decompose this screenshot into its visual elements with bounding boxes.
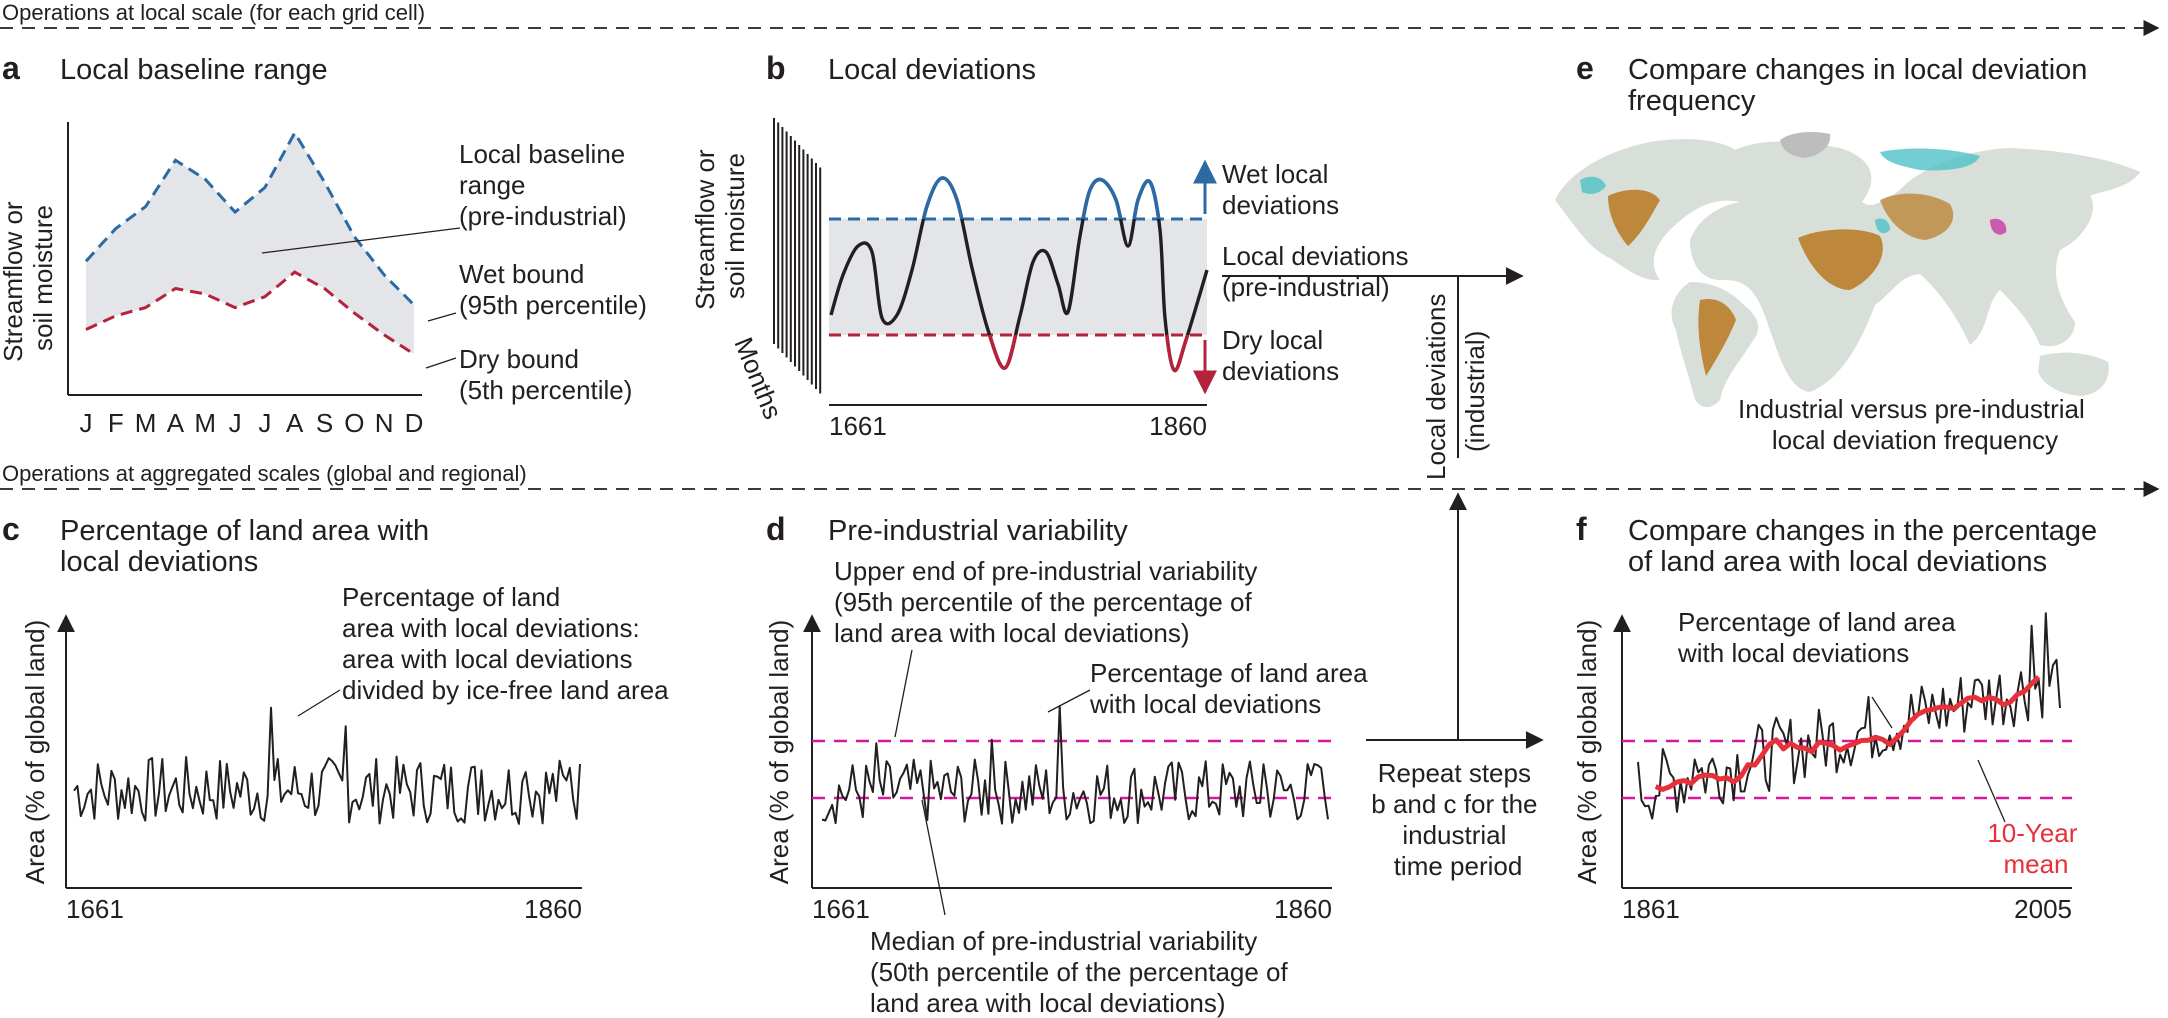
panel-c-title: Percentage of land area with local devia… xyxy=(60,515,437,578)
panel-e-title: Compare changes in local deviation frequ… xyxy=(1628,54,2096,117)
panel-c-annotation: Percentage of land area with local devia… xyxy=(342,582,669,705)
panel-c-letter: c xyxy=(2,511,20,547)
panel-d-x-start: 1661 xyxy=(812,894,870,924)
panel-b-ylabel: Streamflow or soil moisture xyxy=(690,142,750,310)
panel-c-x-end: 1860 xyxy=(524,894,582,924)
industrial-vertical-label-2: (industrial) xyxy=(1460,331,1490,452)
median-leader-line xyxy=(921,799,946,916)
panel-d-ylabel: Area (% of global land) xyxy=(764,620,794,884)
upper-variability-label: Upper end of pre-industrial variability … xyxy=(834,556,1265,648)
dry-bound-label: Dry bound (5th percentile) xyxy=(459,344,632,405)
month-label: F xyxy=(108,408,124,438)
map-caption: Industrial versus pre-industrial local d… xyxy=(1738,394,2092,455)
teal-region-east-africa xyxy=(1875,218,1890,234)
aggregated-scale-section-label: Operations at aggregated scales (global … xyxy=(2,461,527,486)
panel-f-x-end: 2005 xyxy=(2014,894,2072,924)
brown-region-africa xyxy=(1798,229,1883,290)
repeat-steps-label: Repeat steps b and c for the industrial … xyxy=(1371,758,1544,881)
magenta-region-asia xyxy=(1990,218,2007,235)
dry-deviations-label: Dry local deviations xyxy=(1222,325,1339,386)
teal-region-north-asia xyxy=(1880,148,1980,171)
panel-b-letter: b xyxy=(766,50,786,86)
panel-a: a Local baseline range Streamflow or soi… xyxy=(0,50,647,438)
panel-f-title: Compare changes in the percentage of lan… xyxy=(1628,515,2105,578)
land-area-series-line xyxy=(821,705,1329,825)
industrial-deviations-vertical-label: Local deviations xyxy=(1421,294,1451,480)
panel-c-x-start: 1661 xyxy=(66,894,124,924)
month-label: M xyxy=(135,408,157,438)
month-label: D xyxy=(405,408,424,438)
industrial-series-line xyxy=(1637,612,2061,820)
panel-d-series-label: Percentage of land area with local devia… xyxy=(1089,658,1375,719)
panel-b-title: Local deviations xyxy=(828,54,1036,86)
panel-d-letter: d xyxy=(766,511,786,547)
panel-c-leader-line xyxy=(297,689,341,717)
brown-region-north-america xyxy=(1608,189,1660,246)
wet-excursion-line xyxy=(921,176,1161,219)
panel-f-letter: f xyxy=(1576,511,1587,547)
industrial-connector: Local deviations (industrial) Repeat ste… xyxy=(1366,276,1544,881)
panel-a-title: Local baseline range xyxy=(60,54,328,86)
greenland xyxy=(1780,132,1831,158)
panel-e-letter: e xyxy=(1576,50,1594,86)
panel-a-letter: a xyxy=(2,50,20,86)
dry-bound-line xyxy=(85,270,415,356)
panel-a-ylabel: Streamflow or soil moisture xyxy=(0,194,58,362)
panel-e: e Compare changes in local deviation fre… xyxy=(1555,50,2140,455)
panel-f-series-label: Percentage of land area with local devia… xyxy=(1677,607,1963,668)
panel-c-ylabel: Area (% of global land) xyxy=(20,620,50,884)
monthly-stack-lines xyxy=(773,118,822,394)
range-leader-line xyxy=(261,227,461,254)
baseline-range-label: Local baseline range (pre-industrial) xyxy=(459,139,632,231)
teal-region-north-america xyxy=(1580,176,1606,194)
month-label: J xyxy=(229,408,242,438)
series-leader-line xyxy=(1047,689,1091,713)
world-map xyxy=(1555,132,2140,408)
wet-bound-label: Wet bound (95th percentile) xyxy=(459,259,647,320)
brown-region-south-america xyxy=(1698,298,1736,376)
panel-f-ylabel: Area (% of global land) xyxy=(1572,620,1602,884)
panel-b: b Local deviations Streamflow or soil mo… xyxy=(690,50,1524,441)
upper-leader-line xyxy=(894,649,913,738)
month-label: J xyxy=(258,408,271,438)
panel-d-title: Pre-industrial variability xyxy=(828,515,1128,547)
local-scale-section-label: Operations at local scale (for each grid… xyxy=(2,0,425,25)
panel-b-x-start: 1661 xyxy=(829,411,887,441)
panel-f: f Compare changes in the percentage of l… xyxy=(1572,511,2105,924)
australia xyxy=(2038,352,2109,396)
month-label: M xyxy=(194,408,216,438)
preindustrial-deviations-label: Local deviations (pre-industrial) xyxy=(1222,241,1416,302)
ten-year-mean-label: 10-Year mean xyxy=(1987,818,2084,879)
median-variability-label: Median of pre-industrial variability (50… xyxy=(870,926,1295,1018)
month-label: A xyxy=(167,408,185,438)
brown-region-asia xyxy=(1880,193,1954,240)
baseline-band xyxy=(829,219,1207,335)
panel-f-series-leader xyxy=(1871,696,1893,729)
month-label: A xyxy=(286,408,304,438)
month-label: O xyxy=(344,408,364,438)
wet-bound-leader-line xyxy=(427,312,457,322)
ten-year-mean-line xyxy=(1654,675,2041,792)
wet-excursions xyxy=(921,176,1161,219)
wet-deviations-label: Wet local deviations xyxy=(1222,159,1339,220)
panel-d-x-end: 1860 xyxy=(1274,894,1332,924)
baseline-range-band xyxy=(86,132,414,355)
month-label: J xyxy=(80,408,93,438)
mean-leader-line xyxy=(1977,759,2006,823)
month-label: S xyxy=(316,408,333,438)
panel-f-x-start: 1861 xyxy=(1622,894,1680,924)
panel-c: c Percentage of land area with local dev… xyxy=(2,511,669,924)
dry-bound-leader-line xyxy=(425,357,457,369)
land-area-series-line xyxy=(73,706,581,825)
month-label: N xyxy=(375,408,394,438)
wet-bound-line xyxy=(84,129,416,306)
panel-b-x-end: 1860 xyxy=(1149,411,1207,441)
months-label: Months xyxy=(728,333,788,423)
panel-d: d Pre-industrial variability Area (% of … xyxy=(764,511,1375,1018)
